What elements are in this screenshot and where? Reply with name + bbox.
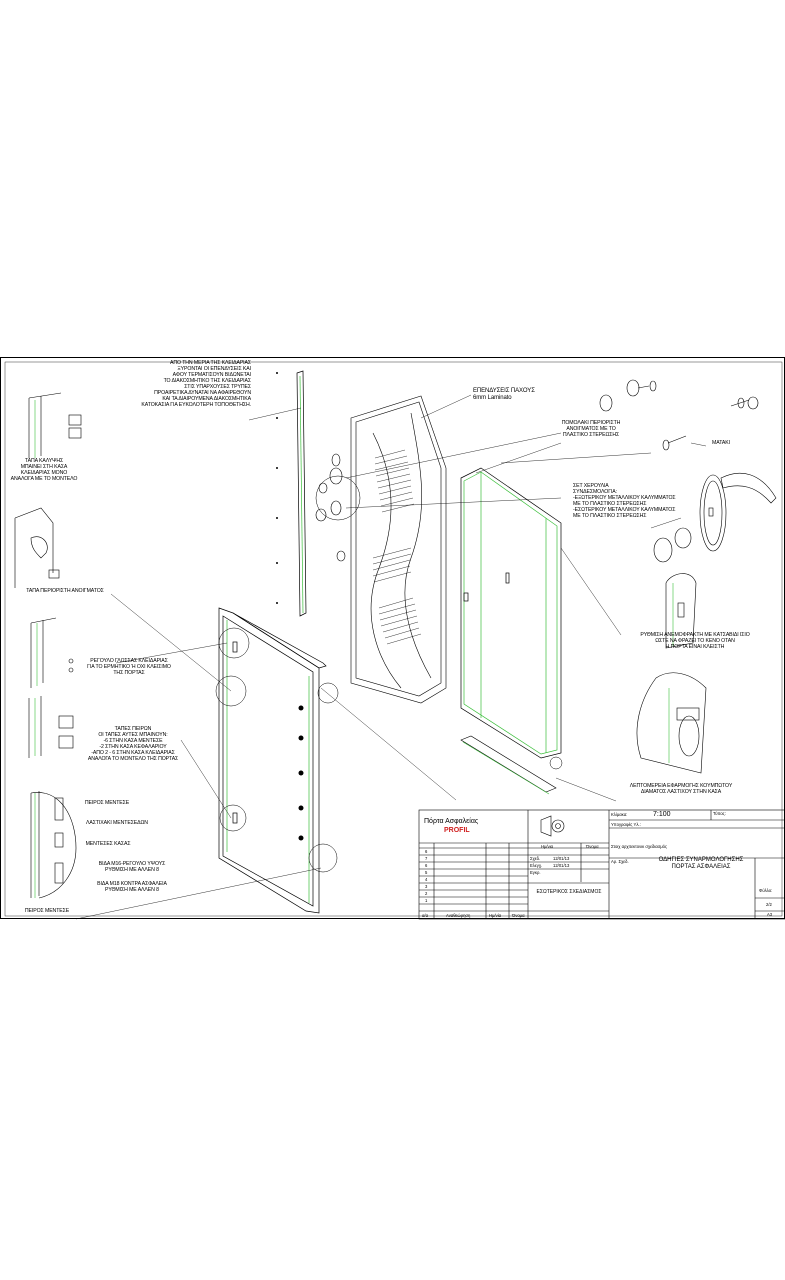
annotation-limiter-cap: ΤΑΠΑ ΠΕΡΙΟΡΙΣΤΗ ΑΝΟΙΓΜΑΤΟΣ: [26, 588, 104, 594]
rev-row-3: 6: [425, 863, 428, 868]
inner-door-leaf: [460, 467, 562, 759]
annotation-cladding: ΕΠΕΝΔΥΣΕΙΣ ΠΑΧΟΥΣ 6mm Laminato: [473, 388, 535, 401]
right-detail-sketches: [636, 573, 707, 774]
rev-row-7: 2: [425, 891, 428, 896]
threshold-strip: [460, 735, 557, 795]
row-check: Ελεγχ.: [530, 863, 543, 868]
paper-size: A3: [767, 912, 773, 917]
row-approve: Εγκρ.: [530, 870, 541, 875]
title-block-frame: [418, 809, 785, 920]
rev-row-1: 6: [425, 849, 428, 854]
annotation-screw-m16: ΒΙΔΑ Μ16-ΡΕΓΟΥΛΟ ΥΨΟΥΣ ΡΥΘΜΙΣΗ ΜΕ ΑΛΛΕΝ …: [98, 861, 166, 873]
customer-label: Υπογραφές Υλ.:: [611, 822, 641, 827]
rev-row-8: 1: [425, 898, 428, 903]
annotation-draft-adjust: ΡΥΘΜΙΣΗ ΑΝΕΜΟΦΡΑΚΤΗ ΜΕ ΚΑΤΣΑΒΙΔΙ ΙΣΙΟ ΩΣ…: [640, 632, 750, 650]
date-design: 12/01/13: [553, 856, 570, 861]
rev-head-no: α/α: [422, 913, 429, 918]
drawing-title: ΟΔΗΓΙΕΣ ΣΥΝΑΡΜΟΛΟΓΗΣΗΣ ΠΟΡΤΑΣ ΑΣΦΑΛΕΙΑΣ: [658, 857, 744, 870]
laminate-panel: [350, 395, 447, 704]
annotation-handles: ΣΕΤ ΧΕΡΟΥΛΙΑ ΣΥΝΔΕΣΜΟΛΟΓΙΑ: -ΕΞΩΤΕΡΙΚΟΥ …: [573, 483, 676, 519]
left-detail-green: [34, 400, 38, 898]
rev-row-6: 3: [425, 884, 428, 889]
company-name: Πόρτα Ασφαλείας: [424, 818, 479, 825]
rev-row-4: 5: [425, 870, 428, 875]
leader-lines: [75, 394, 707, 920]
rev-head-rev: Αναθεώρηση: [446, 913, 471, 918]
left-detail-sketches: [14, 392, 82, 899]
annotation-pin-caps: ΤΑΠΕΣ ΠΕΙΡΩΝ ΟΙ ΤΑΠΕΣ ΑΥΤΕΣ ΜΠΑΙΝΟΥΝ: -6…: [87, 726, 179, 762]
annotation-cover-cap: ΤΑΠΑ ΚΑΛΥΨΗΣ ΜΠΑΙΝΕΙ ΣΤΗ ΚΑΣΑ ΚΛΕΙΔΑΡΙΑΣ…: [10, 458, 78, 482]
annotation-escutcheon: ΠΟΜΟΛΑΚΙ ΠΕΡΙΟΡΙΣΤΗ ΑΝΟΙΓΜΑΤΟΣ ΜΕ ΤΟ ΠΛΑ…: [561, 420, 621, 438]
annotation-hinge-pin-bottom: ΠΕΙΡΟΣ ΜΕΝΤΕΣΕ: [24, 908, 70, 914]
annotation-rubber-detail: ΛΕΠΤΟΜΕΡΕΙΑ ΕΦΑΡΜΟΓΗΣ ΚΟΥΜΠΩΤΟΥ ΔΙΑΜΑΤΟΣ…: [629, 783, 733, 795]
profil-logo-icon: [540, 815, 565, 837]
date-check: 12/01/13: [553, 863, 570, 868]
scale-label: Κλίμακα:: [611, 812, 628, 817]
department: ΕΣΩΤΕΡΙΚΟΣ ΣΧΕΔΙΑΣΜΟΣ: [536, 889, 602, 895]
annotation-screw-m18: ΒΙΔΑ Μ18 ΚΟΝΤΡΑ ΑΣΦΑΛΕΙΑ ΡΥΘΜΙΣΗ ΜΕ ΑΛΛΕ…: [97, 881, 167, 893]
annotation-peephole: ΜΑΤΑΚΙ: [712, 440, 730, 446]
detail-callout-circles: [215, 475, 563, 873]
annotation-frame-hinges: ΜΕΝΤΕΣΕΣ ΚΑΣΑΣ: [85, 841, 131, 847]
col-date: Ημ/νια: [541, 844, 554, 849]
annotation-lock-side: ΑΠΟ ΤΗΝ ΜΕΡΙΑ ΤΗΣ ΚΛΕΙΔΑΡΙΑΣ ΞΥΡΟΝΤΑΙ ΟΙ…: [141, 360, 251, 408]
sheet-label: Φύλλο:: [759, 888, 773, 893]
sheet-number: 2/2: [766, 902, 772, 907]
inner-border: [4, 361, 783, 917]
rev-row-2: 7: [425, 856, 428, 861]
drawing-label: Στοιχ αρχιτεκτονικ σχεδιασμός: [611, 844, 668, 849]
lock-frame-rail: [276, 370, 307, 617]
col-sign: Όνομα: [586, 844, 599, 849]
door-in-frame: [218, 607, 327, 914]
brand-name: PROFIL: [444, 827, 470, 834]
format-label: Τύπος:: [713, 811, 726, 816]
rev-head-name: Όνομα: [512, 913, 525, 918]
scale-value: 7:100: [653, 811, 671, 818]
annotation-latch-adjust: ΡΕΓΟΥΛΟ ΓΛΩΣΣΑΣ ΚΛΕΙΔΑΡΙΑΣ ΓΙΑ ΤΟ ΕΡΜΗΤΙ…: [87, 658, 171, 676]
exploded-door-drawing: [4, 361, 785, 920]
drawing-sheet: ΑΠΟ ΤΗΝ ΜΕΡΙΑ ΤΗΣ ΚΛΕΙΔΑΡΙΑΣ ΞΥΡΟΝΤΑΙ ΟΙ…: [0, 357, 785, 920]
row-design: Σχεδ.: [530, 856, 541, 861]
hardware-parts: [315, 379, 777, 563]
drawing-no-label: Αρ. Σχεδ.: [611, 859, 629, 864]
annotation-hinge-pin: ΠΕΙΡΟΣ ΜΕΝΤΕΣΕ: [84, 800, 130, 806]
annotation-hinge-rubber: ΛΑΣΤΙΧΑΚΙ ΜΕΝΤΕΣΕΔΩΝ: [86, 820, 148, 826]
rev-row-5: 4: [425, 877, 428, 882]
rev-head-date: Ημ/νία: [489, 913, 502, 918]
